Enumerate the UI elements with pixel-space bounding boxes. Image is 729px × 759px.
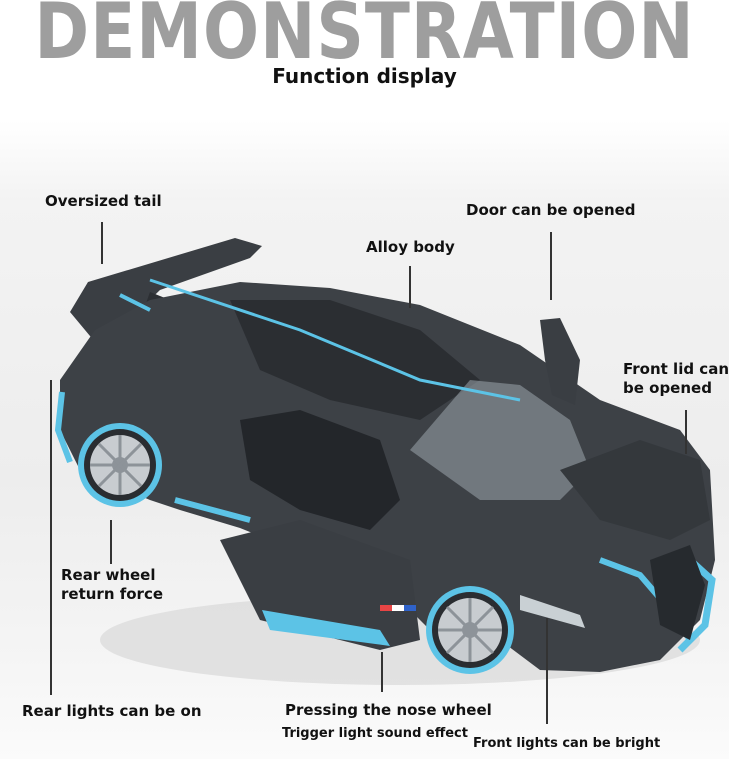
label-front-lights: Front lights can be bright [473,736,661,751]
label-front-lid-line1: Front lid can [623,360,729,378]
callout-line-rear-lights [50,380,52,695]
label-rear-wheel-line1: Rear wheel [61,566,156,584]
label-alloy-body: Alloy body [366,238,455,256]
label-oversized-tail: Oversized tail [45,192,162,210]
subtitle: Function display [272,64,457,88]
callout-line-rear-wheel [110,520,112,564]
label-front-lid-line2: be opened [623,379,712,397]
label-rear-lights: Rear lights can be on [22,702,202,720]
callout-line-front-lights [546,618,548,724]
label-trigger-light: Trigger light sound effect [282,726,468,741]
label-door-opened: Door can be opened [466,201,636,219]
banner-title: DEMONSTRATION [34,0,695,77]
callout-line-front-lid [685,410,687,454]
callout-line-nose-wheel [381,652,383,692]
callout-line-tail [101,222,103,264]
label-rear-wheel-line2: return force [61,585,164,603]
label-nose-wheel: Pressing the nose wheel [285,701,492,719]
callout-line-door [550,232,552,300]
callout-line-alloy [409,266,411,308]
